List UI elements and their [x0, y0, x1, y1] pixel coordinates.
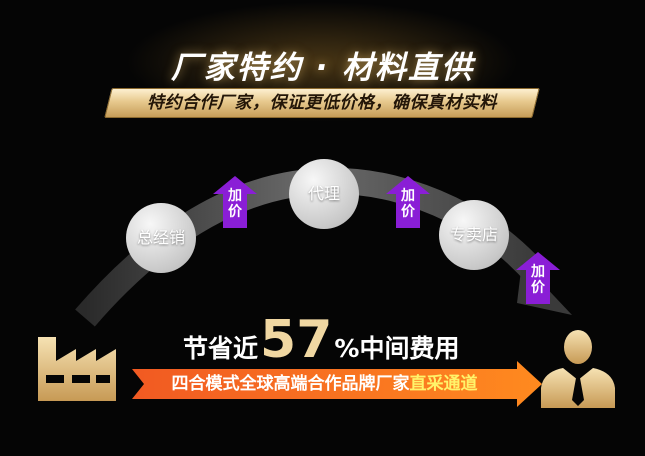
node-distributor: 总经销 [126, 203, 196, 273]
banner-highlight: 直采通道 [409, 374, 478, 394]
markup-arrow-1: 加价 [213, 176, 257, 228]
savings-number: 57 [260, 310, 333, 370]
savings-headline: 节省近57%中间费用 [183, 312, 459, 372]
up-arrow-icon [213, 176, 257, 228]
savings-suffix: 中间费用 [359, 334, 460, 363]
savings-prefix: 节省近 [183, 334, 259, 363]
markup-arrow-3: 加价 [516, 252, 560, 304]
subtitle-text: 特约合作厂家，保证更低价格，确保真材实料 [147, 93, 497, 113]
factory-icon [38, 337, 116, 401]
node-agent: 代理 [289, 159, 359, 229]
markup-label: 加价 [228, 188, 242, 220]
headline: 厂家特约 · 材料直供 [170, 50, 475, 86]
markup-label: 加价 [531, 264, 545, 296]
up-arrow-icon [516, 252, 560, 304]
markup-label: 加价 [401, 188, 415, 220]
savings-percent: % [334, 334, 360, 363]
banner-main: 四合模式全球高端合作品牌厂家 [171, 374, 410, 394]
node-store: 专卖店 [439, 200, 509, 270]
direct-channel-arrow [132, 361, 542, 407]
direct-channel-text: 四合模式全球高端合作品牌厂家直采通道 [132, 372, 517, 396]
person-icon [541, 330, 615, 408]
up-arrow-icon [386, 176, 430, 228]
markup-arrow-2: 加价 [386, 176, 430, 228]
